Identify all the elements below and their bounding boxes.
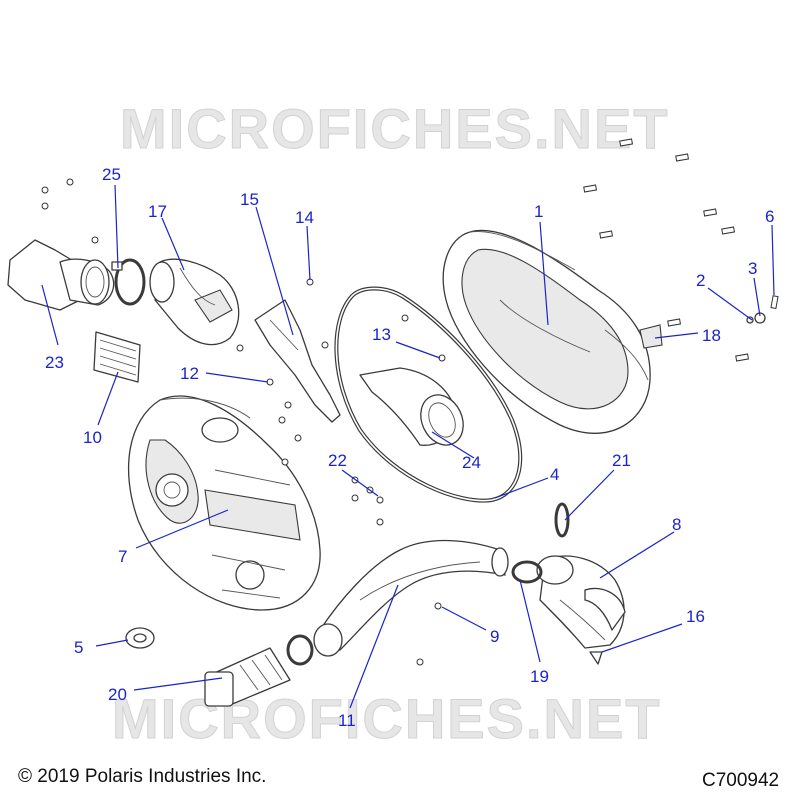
leader-lines xyxy=(41,184,775,709)
fasteners xyxy=(41,138,779,666)
callout-1: 1 xyxy=(534,202,543,221)
part-seal xyxy=(639,324,663,349)
callout-24: 24 xyxy=(462,453,481,472)
callout-6: 6 xyxy=(765,207,774,226)
watermark-top: MICROFICHES.NET xyxy=(120,97,670,160)
part-drain xyxy=(589,651,603,665)
callout-3: 3 xyxy=(748,259,757,278)
callout-7: 7 xyxy=(118,547,127,566)
part-inner-duct xyxy=(359,367,464,446)
callout-4: 4 xyxy=(550,465,559,484)
callout-11: 11 xyxy=(338,711,356,730)
callout-17: 17 xyxy=(148,202,167,221)
part-intake-duct xyxy=(149,258,240,346)
part-outer-cover xyxy=(442,229,651,434)
part-drive-belt xyxy=(334,286,523,503)
part-clamp-25 xyxy=(111,258,146,306)
callout-25: 25 xyxy=(102,165,121,184)
callout-20: 20 xyxy=(108,685,127,704)
part-clamp-19 xyxy=(511,560,543,584)
part-bracket xyxy=(254,299,341,423)
callout-2: 2 xyxy=(696,271,705,290)
part-nut xyxy=(746,316,754,324)
callout-14: 14 xyxy=(295,208,314,227)
callout-12: 12 xyxy=(180,364,199,383)
part-intake-boot xyxy=(7,239,115,311)
callout-8: 8 xyxy=(672,515,681,534)
part-clamp-21 xyxy=(554,502,570,538)
callout-15: 15 xyxy=(240,190,259,209)
callout-22: 22 xyxy=(328,451,347,470)
part-elbow-duct xyxy=(536,555,626,649)
callout-23: 23 xyxy=(45,353,64,372)
callout-labels: 1 2 3 4 5 6 7 8 9 10 11 12 13 14 15 16 1… xyxy=(45,165,774,730)
part-inner-cover xyxy=(127,395,321,611)
copyright-text: © 2019 Polaris Industries Inc. xyxy=(18,766,266,787)
callout-21: 21 xyxy=(612,451,631,470)
callout-19: 19 xyxy=(530,667,549,686)
part-outlet-duct xyxy=(313,539,509,657)
callout-16: 16 xyxy=(686,607,705,626)
part-screen xyxy=(93,331,141,383)
part-washer xyxy=(125,627,155,649)
callout-10: 10 xyxy=(83,428,102,447)
callout-13: 13 xyxy=(372,325,391,344)
part-clamp-lower xyxy=(286,634,314,666)
callout-9: 9 xyxy=(490,627,499,646)
part-lower-duct xyxy=(204,647,291,707)
callout-5: 5 xyxy=(74,638,83,657)
drawing-id: C700942 xyxy=(702,770,779,791)
callout-18: 18 xyxy=(702,326,721,345)
watermark-bottom: MICROFICHES.NET xyxy=(112,687,662,750)
